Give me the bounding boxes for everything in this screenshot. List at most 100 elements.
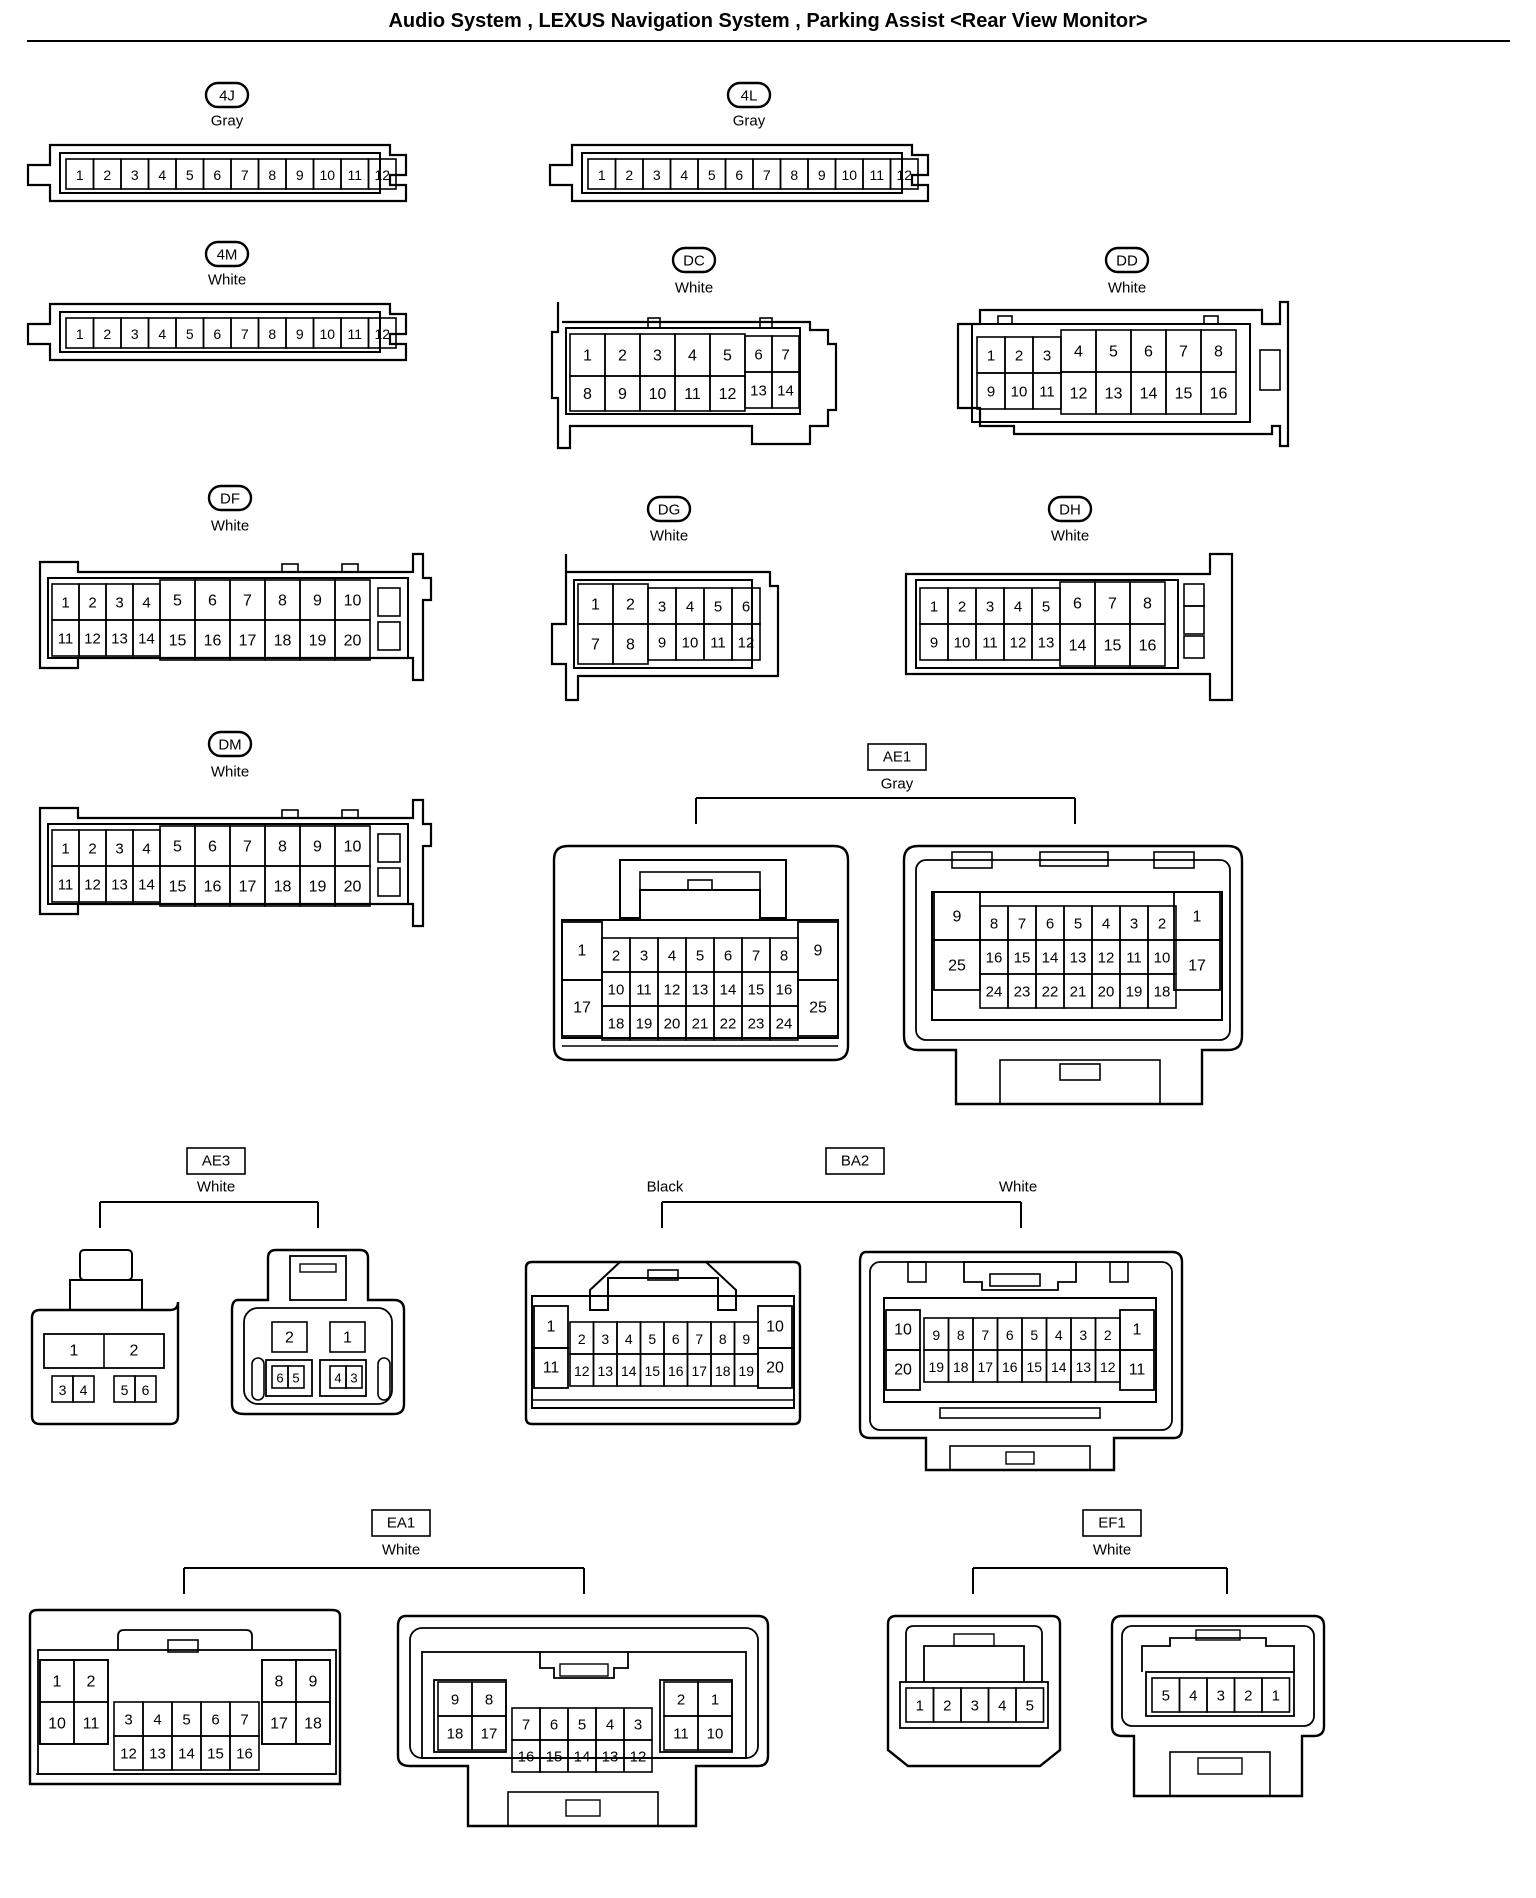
pin-label: 1 — [1193, 909, 1202, 926]
pin-label: 22 — [720, 1016, 737, 1033]
pin-label: 8 — [719, 1331, 727, 1347]
pin-label: 4 — [153, 1712, 161, 1729]
pin-label: 11 — [869, 167, 884, 183]
pin-label: 12 — [1070, 386, 1088, 403]
pin-label: 6 — [1073, 596, 1082, 613]
pin-label: 5 — [696, 948, 704, 965]
pin-label: 5 — [1042, 599, 1050, 616]
pin-label: 8 — [583, 386, 592, 403]
pin-label: 6 — [1046, 916, 1054, 933]
pin-label: 20 — [344, 879, 362, 896]
connector-code: DH — [1059, 502, 1081, 519]
connector-color: White — [208, 272, 246, 289]
pin-label: 10 — [319, 167, 335, 183]
pin-label: 13 — [149, 1746, 166, 1763]
pin-label: 10 — [1154, 950, 1171, 967]
connector-code: BA2 — [841, 1153, 869, 1170]
pin-label: 4 — [1189, 1688, 1197, 1705]
pin-label: 11 — [636, 982, 652, 999]
pin-label: 3 — [131, 167, 139, 183]
connector-color: White — [1108, 280, 1146, 297]
pin-label: 2 — [578, 1331, 586, 1347]
pin-label: 7 — [1179, 344, 1188, 361]
pin-label: 13 — [111, 631, 128, 648]
pin-label: 4 — [142, 595, 150, 612]
pin-label: 8 — [1143, 596, 1152, 613]
pin-label: 18 — [447, 1726, 464, 1743]
pin-label: 2 — [1015, 348, 1023, 365]
pin-label: 9 — [618, 386, 627, 403]
connector-color: Gray — [211, 113, 244, 130]
pin-label: 17 — [239, 633, 257, 650]
pin-label: 1 — [583, 348, 592, 365]
pin-label: 14 — [138, 631, 155, 648]
pin-label: 18 — [274, 879, 292, 896]
pin-label: 1 — [76, 326, 84, 342]
pin-label: 8 — [485, 1692, 493, 1709]
pin-label: 3 — [658, 599, 666, 616]
pin-label: 6 — [213, 167, 221, 183]
pin-label: 13 — [1070, 950, 1087, 967]
title-rule — [27, 40, 1510, 42]
pin-label: 10 — [682, 635, 699, 652]
pin-label: 5 — [1074, 916, 1082, 933]
pin-label: 25 — [809, 1000, 827, 1017]
pin-label: 5 — [723, 348, 732, 365]
pin-label: 3 — [601, 1331, 609, 1347]
pin-label: 1 — [53, 1674, 62, 1691]
connector-code: 4J — [219, 88, 235, 105]
pin-label: 18 — [715, 1363, 731, 1379]
pin-label: 21 — [1070, 984, 1087, 1001]
pin-label: 19 — [309, 879, 327, 896]
connector-code: EA1 — [387, 1515, 415, 1532]
pin-label: 1 — [61, 595, 69, 612]
pin-label: 10 — [766, 1319, 784, 1336]
pin-label: 4 — [686, 599, 694, 616]
connector-code: 4M — [217, 247, 238, 264]
pin-label: 16 — [518, 1749, 535, 1766]
pin-label: 17 — [1188, 958, 1206, 975]
pin-label: 12 — [574, 1363, 590, 1379]
pin-label: 18 — [304, 1716, 322, 1733]
pin-label: 2 — [103, 326, 111, 342]
pin-label: 4 — [680, 167, 688, 183]
pin-label: 7 — [752, 948, 760, 965]
pin-label: 12 — [84, 877, 101, 894]
pin-label: 12 — [84, 631, 101, 648]
pin-label: 16 — [1139, 638, 1157, 655]
pin-label: 7 — [695, 1331, 703, 1347]
pin-label: 15 — [1014, 950, 1031, 967]
pin-label: 2 — [677, 1692, 685, 1709]
pin-label: 3 — [124, 1712, 132, 1729]
pin-label: 2 — [612, 948, 620, 965]
pin-label: 8 — [990, 916, 998, 933]
connector-color: White — [1051, 528, 1089, 545]
pin-label: 10 — [344, 839, 362, 856]
pin-label: 4 — [1055, 1327, 1063, 1343]
pin-label: 11 — [710, 635, 726, 652]
pin-label: 11 — [58, 877, 74, 894]
pin-label: 14 — [1042, 950, 1059, 967]
pin-label: 2 — [618, 348, 627, 365]
connector-color: White — [675, 280, 713, 297]
pin-label: 11 — [58, 631, 74, 648]
pin-label: 15 — [748, 982, 765, 999]
pin-label: 6 — [213, 326, 221, 342]
pin-label: 14 — [178, 1746, 195, 1763]
pin-label: 12 — [738, 635, 755, 652]
pin-label: 14 — [777, 383, 794, 400]
pin-label: 6 — [1006, 1327, 1014, 1343]
pin-label: 3 — [59, 1382, 67, 1398]
connector-color: Gray — [733, 113, 766, 130]
pin-label: 2 — [88, 841, 96, 858]
pin-label: 11 — [1126, 950, 1142, 967]
pin-label: 2 — [285, 1330, 294, 1347]
pin-label: 20 — [344, 633, 362, 650]
pin-label: 14 — [720, 982, 737, 999]
pin-label: 20 — [1098, 984, 1115, 1001]
pin-label: 14 — [138, 877, 155, 894]
pin-label: 9 — [953, 909, 962, 926]
